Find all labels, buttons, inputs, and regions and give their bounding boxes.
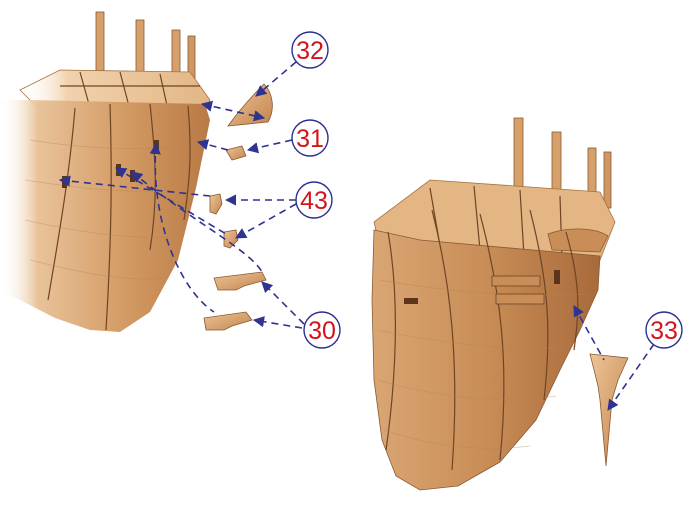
right-deck-quarter [548,229,608,252]
part-33 [590,354,628,466]
callout-32-label: 32 [296,37,324,65]
part-43b [224,230,238,248]
callout-32: 32 [292,32,328,68]
part-31 [226,146,246,160]
callout-31-label: 31 [296,125,324,153]
callout-33: 33 [646,312,682,348]
right-stanchion [514,118,523,188]
callout-43: 43 [296,182,332,218]
left-stanchion [136,20,144,78]
callout-30: 30 [304,312,340,348]
right-hull-body [372,230,600,490]
callout-30-label: 30 [308,317,336,345]
callout-33-label: 33 [650,317,678,345]
part-32 [228,84,272,126]
left-hull-section [0,12,210,332]
callout-43-label: 43 [300,187,328,215]
part-43a [210,194,222,214]
part-30b [204,312,252,330]
callout-31: 31 [292,120,328,156]
left-stanchion [96,12,104,78]
left-hull-body [0,100,210,332]
right-stanchion [604,152,611,208]
right-hull-section [372,118,615,490]
right-stanchion [552,132,561,196]
part-30a [214,272,266,290]
